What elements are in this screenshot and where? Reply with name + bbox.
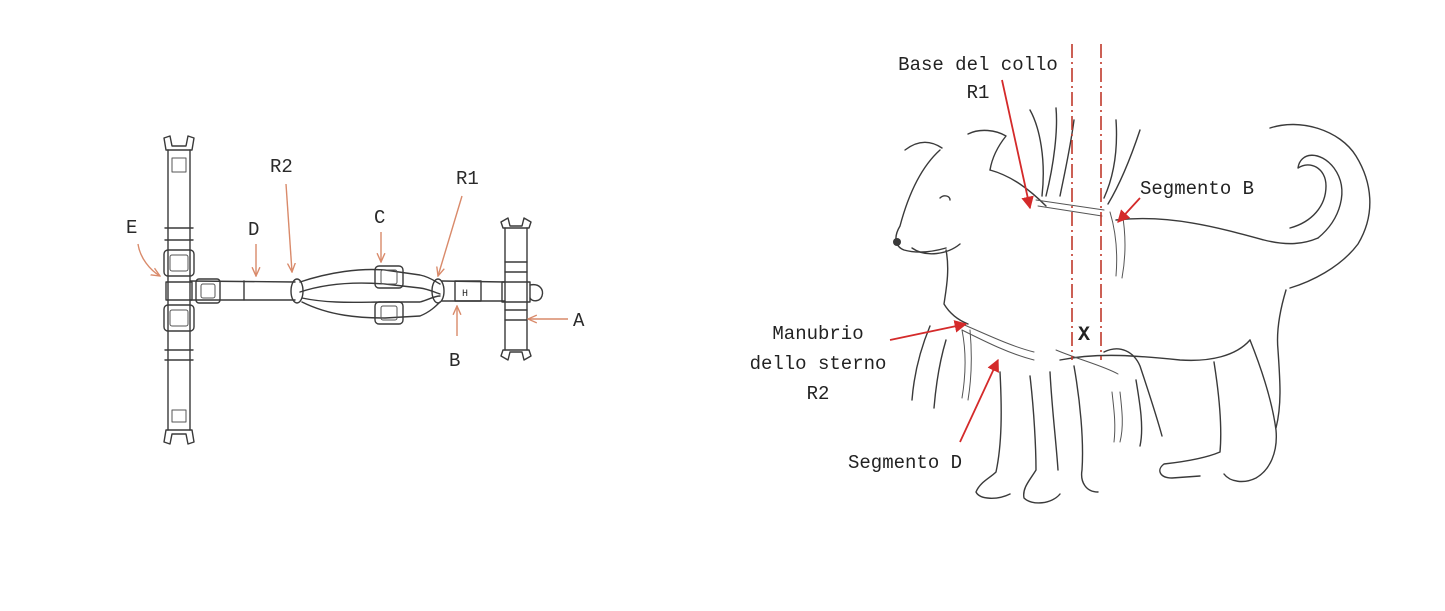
label-C: C [374, 207, 385, 229]
arrow-E [137, 243, 160, 276]
arrow-neck-base [1001, 79, 1034, 210]
label-neck-base: Base del collo [898, 54, 1058, 76]
hands-illustration [911, 107, 1163, 447]
label-D: D [248, 219, 259, 241]
arrow-segment-d [959, 358, 999, 443]
label-R2: R2 [270, 156, 293, 178]
label-segment-b: Segmento B [1140, 178, 1254, 200]
label-sternum-1: Manubrio [772, 323, 863, 345]
arrow-R2 [285, 183, 292, 272]
harness-diagram: H E D R2 C R1 B A [126, 135, 585, 445]
arrow-sternum [889, 320, 968, 341]
label-E: E [126, 217, 137, 239]
label-B: B [449, 350, 460, 372]
dog-illustration [893, 123, 1371, 504]
label-R1: R1 [456, 168, 479, 190]
dog-diagram: Base del collo R1 Segmento B Manubrio de… [750, 44, 1371, 504]
label-A: A [573, 310, 585, 332]
harness-branches [299, 265, 445, 325]
arrow-R1 [438, 195, 463, 276]
label-segment-d: Segmento D [848, 452, 962, 474]
label-neck-base-r1: R1 [967, 82, 990, 104]
chest-strap [163, 135, 195, 445]
neck-piece: H [441, 217, 544, 361]
measuring-tapes [961, 199, 1126, 443]
buckle-mark: H [462, 289, 468, 300]
label-x-mark: X [1078, 324, 1090, 347]
label-sternum-r2: R2 [807, 383, 830, 405]
label-sternum-2: dello sterno [750, 353, 887, 375]
belly-strap [189, 278, 304, 304]
arrow-segment-b [1117, 197, 1141, 223]
harness-arrows [137, 183, 568, 336]
